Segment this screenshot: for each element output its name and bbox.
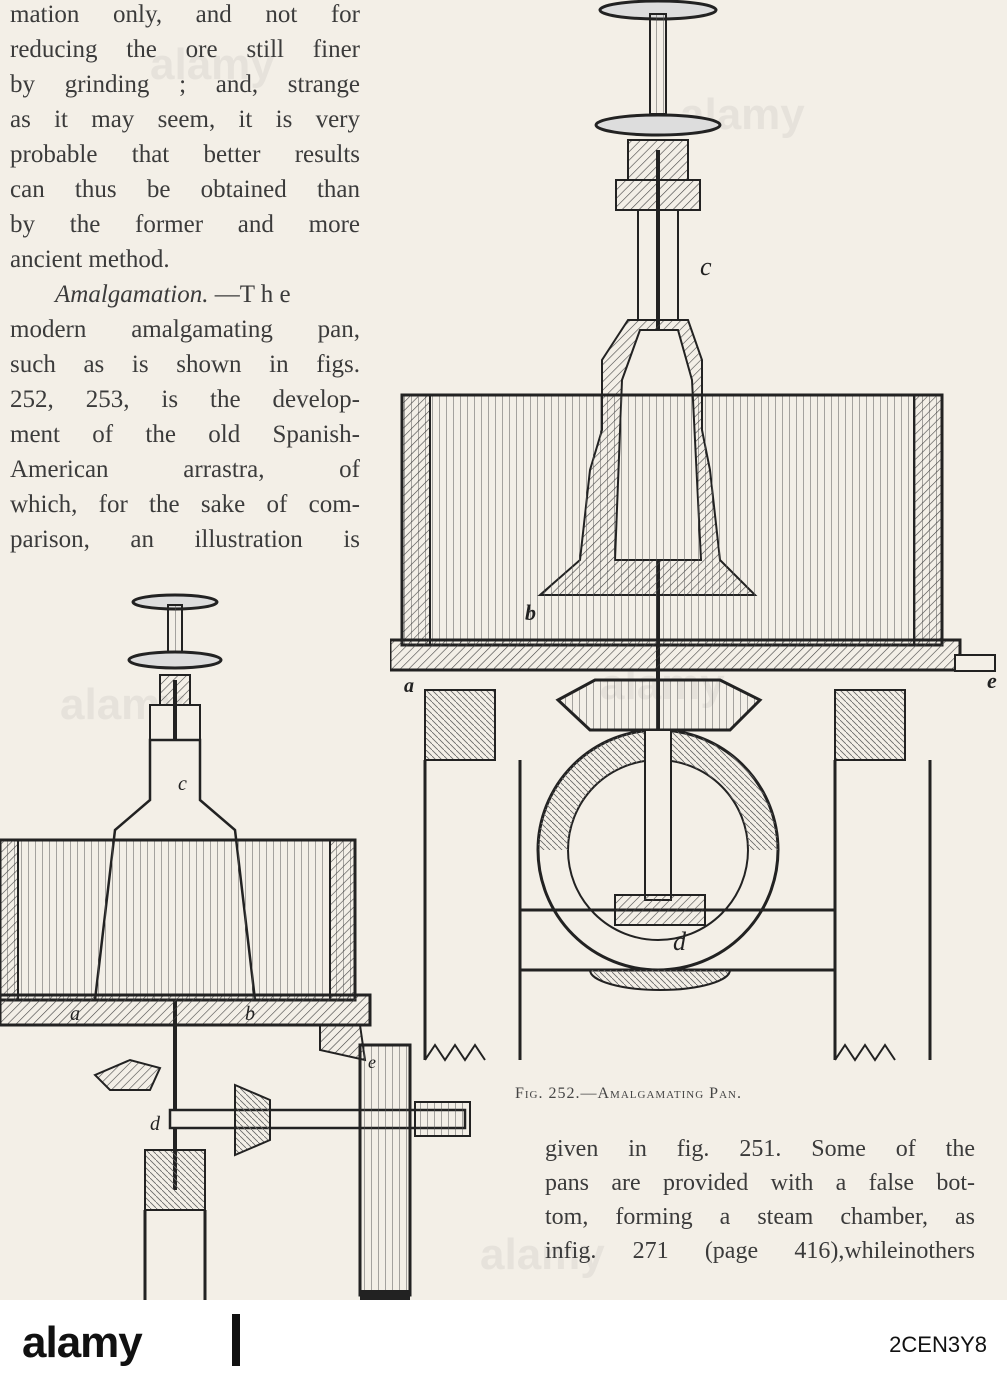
label-e: e	[987, 668, 997, 693]
text-line: probable that better results	[10, 141, 360, 168]
stock-image-id: 2CEN3Y8	[889, 1332, 987, 1357]
text-line: such as is shown in figs.	[10, 351, 360, 378]
alamy-logo: alamy	[22, 1318, 143, 1367]
label-c: c	[700, 252, 712, 281]
text-line: tom, forming a steam chamber, as	[545, 1204, 975, 1230]
text-line: modern amalgamating pan,	[10, 316, 360, 343]
label-d-small: d	[150, 1113, 161, 1135]
stock-footer-bar	[0, 1300, 1007, 1390]
figure-253-pan-section: c a b e d	[0, 593, 471, 1300]
section-heading-line: Amalgamation. —T h e	[55, 278, 291, 312]
text-line: reducing the ore still finer	[10, 36, 360, 63]
text-line: parison, an illustration is	[10, 526, 360, 553]
label-a: a	[404, 675, 414, 697]
text-line: mation only, and not for	[10, 1, 360, 28]
figure-caption: Fig. 252.—Amalgamating Pan.	[515, 1085, 742, 1102]
watermark: alamy	[480, 1230, 605, 1279]
text-line: by grinding ; and, strange	[10, 71, 360, 98]
text-line: 252, 253, is the develop-	[10, 386, 360, 413]
text-line: can thus be obtained than	[10, 176, 360, 203]
watermark: alamy	[150, 40, 275, 89]
scanned-page: alamy alamy alamy alamy alamy mation onl…	[0, 0, 997, 1300]
text-line: infig. 271 (page 416),whileinothers	[545, 1238, 975, 1264]
label-e-small: e	[368, 1052, 376, 1072]
text-line: pans are provided with a false bot-	[545, 1170, 975, 1196]
label-b: b	[525, 600, 536, 625]
text-line: ancient method.	[10, 246, 170, 273]
text-line: as it may seem, it is very	[10, 106, 360, 133]
text-line: American arrastra, of	[10, 456, 360, 483]
alamy-logo-mark-icon	[232, 1314, 240, 1366]
label-a-small: a	[70, 1003, 80, 1025]
text-line: which, for the sake of com-	[10, 491, 360, 518]
label-b-small: b	[245, 1003, 255, 1025]
label-d: d	[673, 927, 687, 956]
label-c-small: c	[178, 773, 187, 795]
heading-dash: —T h e	[208, 281, 291, 308]
text-line: ment of the old Spanish-	[10, 421, 360, 448]
text-line: by the former and more	[10, 211, 360, 238]
section-heading: Amalgamation.	[55, 281, 209, 308]
figure-252-amalgamating-pan: c b a e d	[390, 0, 997, 1062]
text-line: given in fig. 251. Some of the	[545, 1136, 975, 1162]
